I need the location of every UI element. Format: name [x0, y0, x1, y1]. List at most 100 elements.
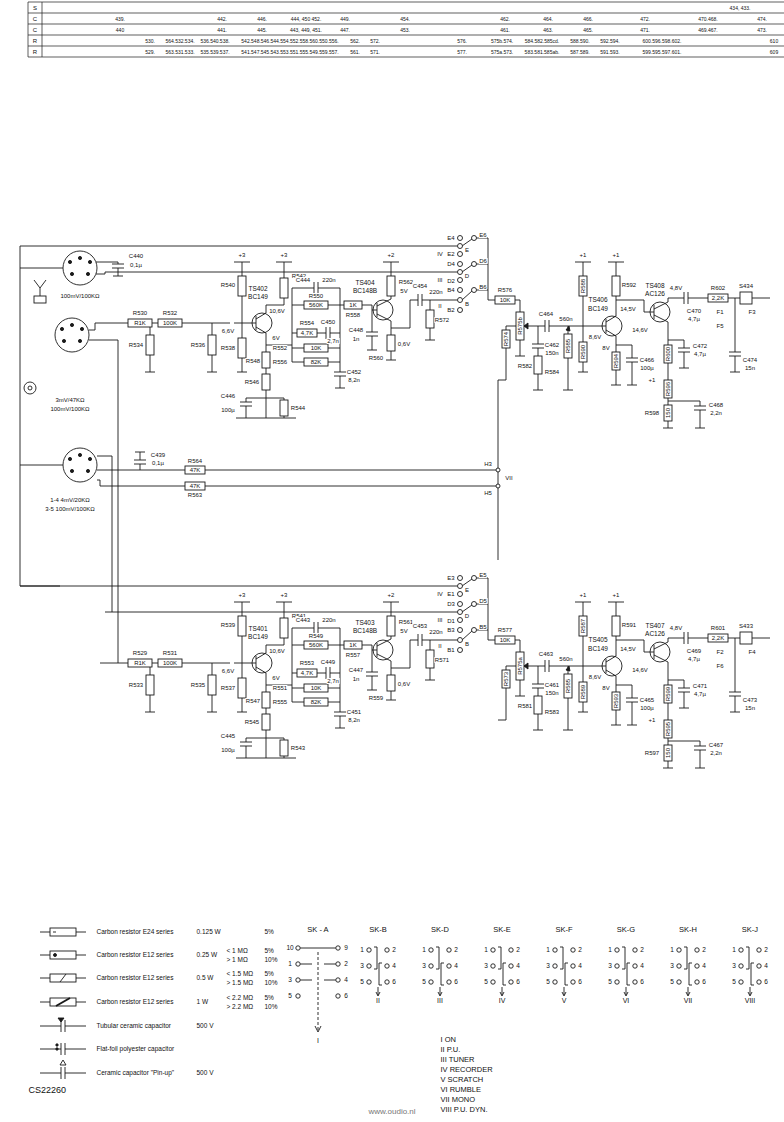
annotation: 3	[546, 963, 551, 970]
table-entry: 599.595.597.601.	[642, 49, 682, 54]
terminal-symbol	[54, 954, 57, 957]
annotation: 10%	[264, 980, 278, 987]
table-entry: 584.582.585cd.	[524, 38, 559, 43]
component-label: R544	[290, 405, 305, 411]
component-label: 6,6V	[221, 328, 234, 334]
table-entry: 561.	[350, 49, 361, 54]
component-label: R571	[434, 657, 449, 663]
component-label: E3	[447, 575, 455, 581]
table-entry: 465.	[583, 27, 594, 32]
table-entry: 434, 433.	[729, 5, 751, 10]
component-label: B5	[479, 624, 487, 630]
terminal-symbol	[28, 386, 32, 390]
table-entry: 564.532.534.	[165, 38, 195, 43]
component-label: R536	[190, 342, 205, 348]
terminal-symbol	[63, 251, 97, 285]
annotation: 6	[392, 979, 397, 986]
component-label: 4,7µ	[688, 316, 701, 322]
annotation: 1-4 4mV/20KΩ	[50, 497, 91, 503]
table-entry: 441.	[217, 27, 228, 32]
wire-path	[40, 1043, 86, 1055]
component-label: C446	[220, 393, 235, 399]
component-label: R537	[220, 685, 235, 691]
legend-text: Ceramic capacitor "Pin-up"	[96, 1070, 175, 1077]
component-label: R572	[434, 317, 449, 323]
annotation: 10%	[264, 957, 278, 964]
component-label: 8V	[602, 685, 610, 691]
component-label: BC149	[248, 294, 269, 301]
component-label: 10,6V	[269, 308, 286, 314]
annotation: 5	[608, 979, 613, 986]
table-entry: 572.	[370, 38, 381, 43]
annotation: > 1 MΩ	[226, 957, 248, 964]
component-label: R598	[644, 410, 659, 416]
annotation: I	[317, 1037, 320, 1044]
table-entry: 466.	[583, 16, 594, 21]
annotation: VIII P.U. DYN.	[440, 1106, 488, 1114]
drawing-part	[60, 256, 91, 472]
annotation: 2	[578, 947, 583, 954]
annotation: 5	[422, 979, 427, 986]
input-wiring	[20, 246, 500, 663]
legend-text: Carbon resistor E12 series	[96, 975, 174, 982]
component-label: 560K	[308, 642, 323, 648]
annotation: 1	[422, 947, 427, 954]
component-label: 8,6V	[588, 674, 601, 680]
component-label: R573	[503, 671, 509, 686]
legend-text: Carbon resistor E12 series	[96, 952, 174, 959]
component-label: R552	[272, 345, 287, 351]
annotation: 47K	[189, 483, 201, 489]
component-label: R546	[244, 379, 259, 385]
legend-text: Carbon resistor E24 series	[96, 929, 174, 936]
annotation: VIII	[744, 997, 756, 1004]
component-label: +3	[238, 252, 246, 258]
annotation: 1 W	[196, 999, 209, 1006]
annotation: SK - A	[307, 926, 329, 934]
annotation: IV	[498, 997, 506, 1004]
terminal-symbol	[86, 469, 89, 472]
table-entry: 444, 450 452.	[290, 16, 322, 21]
component-label: 8,2n	[348, 377, 361, 383]
component-label: R531	[162, 650, 177, 656]
component-label: R591	[621, 622, 636, 628]
component-label: 14,5V	[620, 646, 637, 652]
component-label: R538	[220, 345, 235, 351]
component-label: S434	[738, 283, 753, 289]
component-label: 2,2K	[711, 295, 724, 301]
component-label: 1n	[352, 336, 360, 342]
annotation: 3	[288, 977, 293, 984]
watermark: www.oudio.nl	[368, 1108, 416, 1116]
component-label: AC126	[645, 631, 666, 638]
parts-table	[28, 2, 784, 57]
component-label: B1	[447, 647, 455, 653]
legend-text: Flat-foil polyester capacitor	[96, 1046, 175, 1053]
component-label: +1	[612, 252, 620, 258]
annotation: 0.5 W	[196, 975, 214, 982]
annotation: 2	[702, 947, 707, 954]
component-label: R576	[497, 287, 512, 293]
table-entry: C	[32, 16, 37, 22]
terminal-symbol	[78, 453, 81, 456]
component-label: R550	[308, 293, 323, 299]
component-label: R585	[565, 678, 571, 693]
table-entry: 463.	[543, 27, 554, 32]
component-label: R592	[621, 282, 636, 288]
annotation: 100mV/100KΩ	[50, 406, 90, 412]
terminal-symbol	[70, 272, 73, 275]
component-label: R557	[345, 652, 360, 658]
component-label: 8,6V	[588, 334, 601, 340]
component-body	[50, 998, 76, 1006]
component-label: +1	[648, 377, 656, 383]
component-label: 100µ	[221, 407, 235, 413]
component-label: R585	[565, 338, 571, 353]
annotation: 47K	[189, 467, 201, 473]
annotation: VII	[683, 997, 693, 1004]
component-label: 1K	[349, 302, 357, 308]
table-entry: 591.593.	[600, 49, 620, 54]
annotation: 5	[360, 979, 365, 986]
component-label: C473	[742, 697, 757, 703]
table-entry: 461.	[500, 27, 511, 32]
component-label: 100K	[162, 320, 177, 326]
table-entry: 464.	[543, 16, 554, 21]
annotation: H5	[484, 490, 493, 496]
